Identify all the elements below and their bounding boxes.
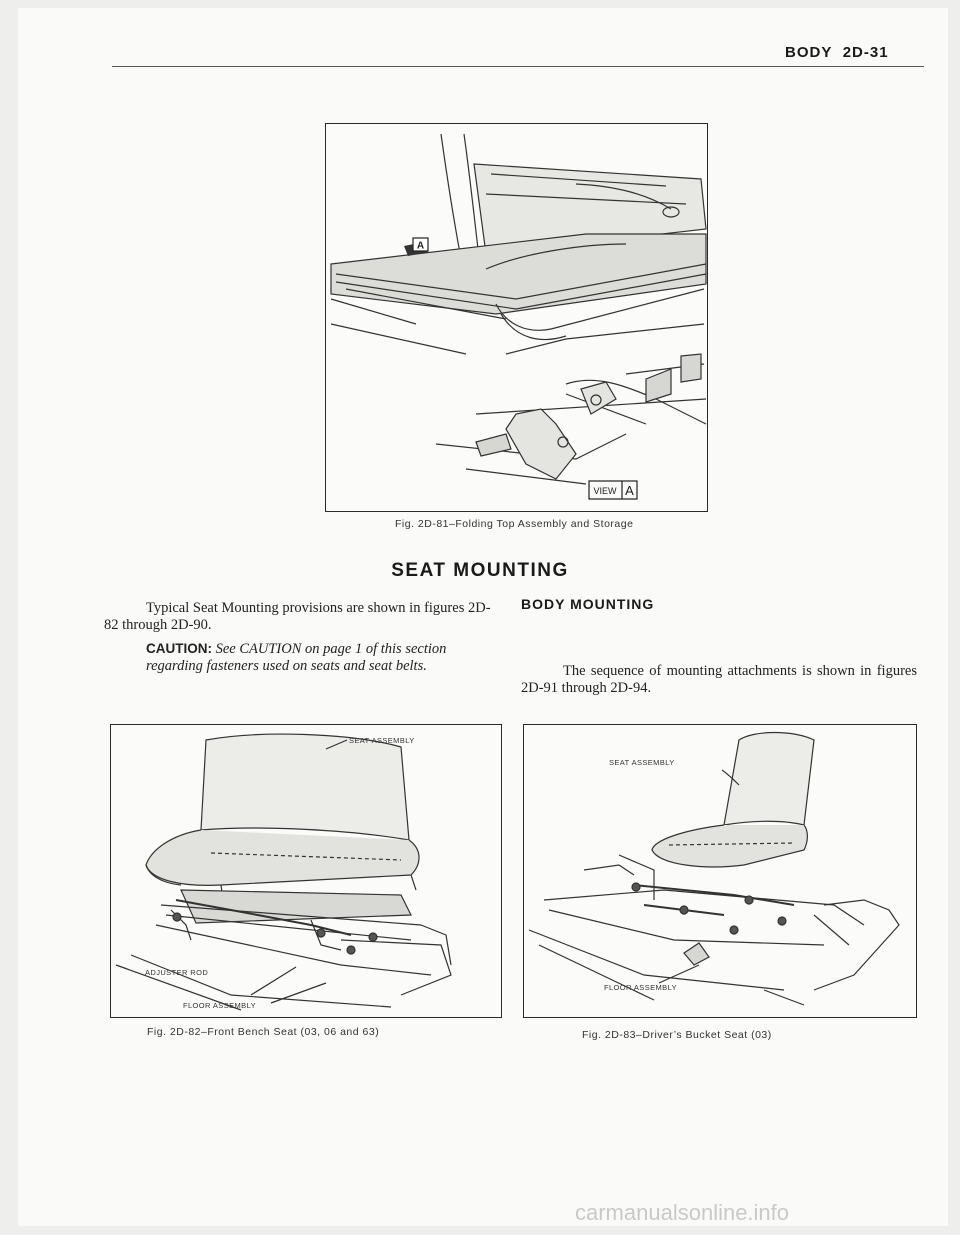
folding-top-illustration: A VIEW A — [330, 133, 707, 500]
figure-caption-2d-81: Fig. 2D-81–Folding Top Assembly and Stor… — [395, 518, 634, 530]
caution-note: CAUTION: See CAUTION on page 1 of this s… — [146, 640, 476, 675]
label-floor-assembly: FLOOR ASSEMBLY — [604, 983, 677, 992]
page-header: BODY 2D-31 — [785, 44, 889, 61]
body-mounting-heading: BODY MOUNTING — [521, 596, 655, 612]
figure-caption-2d-83: Fig. 2D-83–Driver’s Bucket Seat (03) — [582, 1029, 772, 1041]
body-mounting-paragraph: The sequence of mounting attachments is … — [521, 663, 917, 697]
figure-folding-top: A VIEW A — [325, 123, 708, 512]
view-label-text: VIEW — [593, 486, 617, 496]
label-seat-assembly: SEAT ASSEMBLY — [609, 758, 675, 767]
header-section: BODY — [785, 44, 833, 61]
header-rule — [112, 66, 924, 67]
view-label-letter: A — [625, 483, 634, 498]
figure-front-bench-seat: SEAT ASSEMBLY ADJUSTER ROD FLOOR ASSEMBL… — [110, 724, 502, 1018]
header-page-number: 2D-31 — [842, 44, 889, 61]
label-floor-assembly: FLOOR ASSEMBLY — [183, 1001, 256, 1010]
label-adjuster-rod: ADJUSTER ROD — [145, 968, 208, 977]
figure-drivers-bucket-seat: SEAT ASSEMBLY FLOOR ASSEMBLY — [523, 724, 917, 1018]
view-marker-letter: A — [417, 241, 424, 252]
body-mounting-text: The sequence of mounting attachments is … — [521, 663, 917, 696]
watermark: carmanualsonline.info — [575, 1200, 790, 1225]
caution-text: See CAUTION on page 1 of this section re… — [146, 641, 447, 674]
bucket-seat-illustration: SEAT ASSEMBLY FLOOR ASSEMBLY — [528, 731, 900, 1006]
intro-text: Typical Seat Mounting provisions are sho… — [104, 600, 491, 633]
label-seat-assembly: SEAT ASSEMBLY — [349, 736, 415, 745]
intro-paragraph: Typical Seat Mounting provisions are sho… — [104, 600, 499, 634]
figure-caption-2d-82: Fig. 2D-82–Front Bench Seat (03, 06 and … — [147, 1026, 380, 1038]
bench-seat-illustration: SEAT ASSEMBLY ADJUSTER ROD FLOOR ASSEMBL… — [115, 733, 452, 1011]
caution-label: CAUTION: — [146, 641, 212, 656]
section-title: SEAT MOUNTING — [391, 560, 569, 581]
